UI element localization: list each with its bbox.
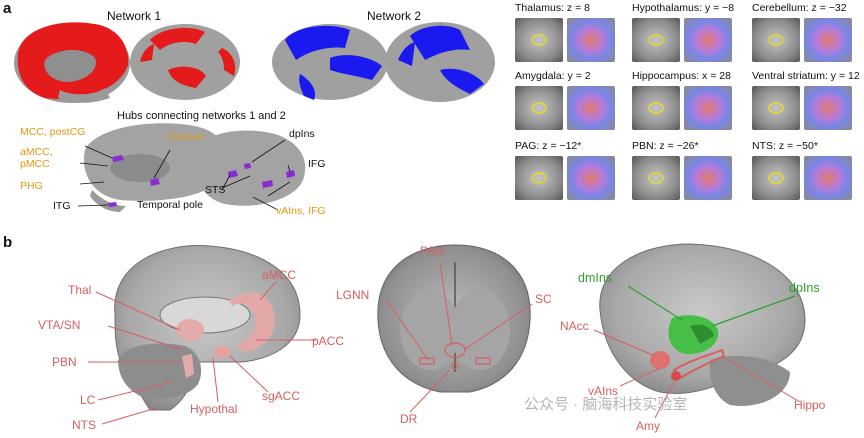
label-pag: PAG	[420, 244, 445, 258]
sagittal-brain	[88, 245, 316, 425]
coronal-brain	[377, 244, 533, 413]
label-dmins: dmIns	[578, 271, 613, 285]
label-thal: Thal	[68, 283, 92, 297]
thumbnail-anatomy-image	[515, 18, 563, 62]
thumbnail-activation-image	[804, 156, 852, 200]
hub-label-sts: STS	[205, 184, 226, 196]
label-vta-sn: VTA/SN	[38, 318, 81, 332]
label-amcc: aMCC	[262, 268, 297, 282]
hub-label-cuneus: Cuneus	[167, 131, 204, 143]
watermark-text: 公众号 · 脑海科技实验室	[524, 396, 688, 413]
hub-label-temporal-pole: Temporal pole	[137, 199, 203, 211]
thumbnail-anatomy-image	[752, 156, 800, 200]
hub-label-dpins: dpIns	[289, 128, 315, 140]
thumbnail-title: Thalamus: z = 8	[515, 2, 590, 14]
hub-label-pmcc: pMCC	[20, 158, 50, 170]
label-lgnn: LGNN	[336, 288, 370, 302]
lateral-brain	[593, 243, 806, 419]
hubs-title: Hubs connecting networks 1 and 2	[117, 110, 286, 122]
label-pacc: pACC	[312, 334, 345, 348]
hub-label-amcc: aMCC,	[20, 146, 53, 158]
thumbnail-title: Cerebellum: z = −32	[752, 2, 847, 14]
thumbnail-title: Hypothalamus: y = −8	[632, 2, 735, 14]
thumbnail-activation-image	[804, 86, 852, 130]
thumbnail-anatomy-image	[752, 86, 800, 130]
thumbnail-anatomy-image	[632, 86, 680, 130]
thumbnail-activation-image	[684, 86, 732, 130]
thumbnail-anatomy-image	[515, 156, 563, 200]
hubs-brains	[77, 123, 306, 212]
thumbnail-anatomy-image	[632, 18, 680, 62]
network2-brains	[272, 22, 495, 102]
thumbnail-activation-image	[684, 156, 732, 200]
thumbnail-title: Amygdala: y = 2	[515, 70, 591, 82]
thumbnail-title: PAG: z = −12*	[515, 140, 582, 152]
label-nacc: NAcc	[560, 319, 589, 333]
thumbnail-activation-image	[567, 18, 615, 62]
network2-title: Network 2	[367, 9, 422, 23]
label-sc: SC	[535, 292, 552, 306]
label-lc: LC	[80, 393, 96, 407]
label-sgacc: sgACC	[262, 389, 301, 403]
thumbnail-anatomy-image	[752, 18, 800, 62]
hub-label-itg: ITG	[53, 200, 71, 212]
hub-label-ifg: IFG	[308, 158, 326, 170]
panel-b-letter: b	[3, 234, 13, 251]
network1-title: Network 1	[107, 9, 162, 23]
thumbnail-activation-image	[567, 156, 615, 200]
thumbnail-anatomy-image	[632, 156, 680, 200]
thumbnail-title: NTS: z = −50*	[752, 140, 818, 152]
hub-label-phg: PHG	[20, 180, 43, 192]
thumbnail-title: Ventral striatum: y = 12	[752, 70, 860, 82]
label-pbn: PBN	[52, 355, 77, 369]
thumbnail-title: Hippocampus: x = 28	[632, 70, 731, 82]
thumbnail-activation-image	[684, 18, 732, 62]
label-vains: vAIns	[588, 384, 619, 398]
label-hypothal: Hypothal	[190, 402, 238, 416]
label-dpins: dpIns	[789, 281, 820, 295]
thumbnail-activation-image	[804, 18, 852, 62]
label-hippo: Hippo	[794, 398, 826, 412]
thumbnail-title: PBN: z = −26*	[632, 140, 699, 152]
thumbnail-anatomy-image	[515, 86, 563, 130]
label-nts: NTS	[72, 418, 96, 432]
thumbnail-activation-image	[567, 86, 615, 130]
hub-label-vains-ifg: vAIns, IFG	[276, 205, 326, 217]
label-amy: Amy	[636, 419, 660, 433]
hub-label-mcc-postcg: MCC, postCG	[20, 126, 86, 138]
network1-brains	[14, 22, 240, 103]
label-dr: DR	[400, 412, 418, 426]
panel-a-letter: a	[3, 0, 12, 17]
